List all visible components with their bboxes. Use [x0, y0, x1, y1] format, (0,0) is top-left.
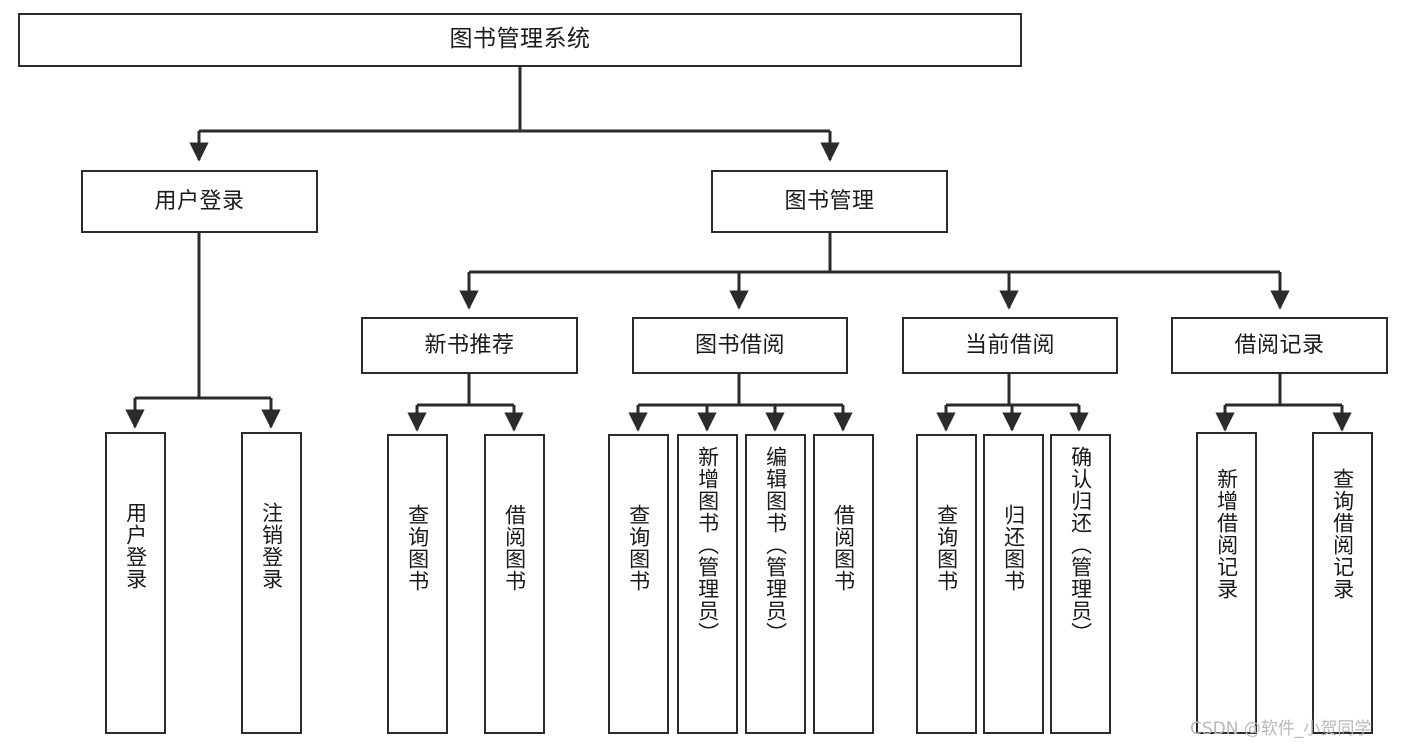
- leaf-user-logout[interactable]: 注销登录: [241, 432, 302, 734]
- leaf-query-borrow-record[interactable]: 查询借阅记录: [1312, 432, 1373, 734]
- node-label: 查询借阅记录: [1330, 468, 1355, 600]
- node-label: 归还图书: [1001, 504, 1026, 592]
- leaf-add-book-admin[interactable]: 新增图书（管理员）: [677, 434, 738, 734]
- node-label: 注销登录: [259, 502, 284, 590]
- leaf-confirm-return-admin[interactable]: 确认归还（管理员）: [1050, 434, 1111, 734]
- node-label: 新增借阅记录: [1214, 468, 1239, 600]
- leaf-edit-book-admin[interactable]: 编辑图书（管理员）: [745, 434, 806, 734]
- node-label: 确认归还（管理员）: [1068, 446, 1093, 644]
- leaf-return-book[interactable]: 归还图书: [983, 434, 1044, 734]
- node-book-manage[interactable]: 图书管理: [711, 170, 948, 233]
- csdn-watermark: CSDN @软件_小贺同学: [1190, 719, 1372, 739]
- leaf-borrow-book-borrow[interactable]: 借阅图书: [813, 434, 874, 734]
- node-user-login[interactable]: 用户登录: [81, 170, 318, 233]
- node-label: 新增图书（管理员）: [695, 446, 720, 644]
- leaf-user-login[interactable]: 用户登录: [105, 432, 166, 734]
- leaf-query-book-current[interactable]: 查询图书: [916, 434, 977, 734]
- node-label: 查询图书: [626, 504, 651, 592]
- node-new-book-recommend[interactable]: 新书推荐: [361, 317, 578, 374]
- node-label: 借阅记录: [1234, 332, 1325, 358]
- node-label: 当前借阅: [964, 332, 1055, 358]
- node-label: 图书借阅: [694, 332, 785, 358]
- node-label: 图书管理系统: [449, 26, 591, 53]
- leaf-query-book-recommend[interactable]: 查询图书: [387, 434, 448, 734]
- node-label: 用户登录: [154, 188, 245, 214]
- node-label: 新书推荐: [424, 332, 515, 358]
- node-borrow-record[interactable]: 借阅记录: [1171, 317, 1388, 374]
- leaf-borrow-book-recommend[interactable]: 借阅图书: [484, 434, 545, 734]
- node-label: 查询图书: [405, 504, 430, 592]
- node-root-system[interactable]: 图书管理系统: [18, 13, 1022, 67]
- node-label: 用户登录: [123, 502, 148, 590]
- leaf-query-book-borrow[interactable]: 查询图书: [608, 434, 669, 734]
- node-label: 查询图书: [934, 504, 959, 592]
- leaf-add-borrow-record[interactable]: 新增借阅记录: [1196, 432, 1257, 734]
- node-book-borrow[interactable]: 图书借阅: [632, 317, 848, 374]
- node-current-borrow[interactable]: 当前借阅: [902, 317, 1118, 374]
- node-label: 编辑图书（管理员）: [763, 446, 788, 644]
- node-label: 借阅图书: [831, 504, 856, 592]
- node-label: 借阅图书: [502, 504, 527, 592]
- node-label: 图书管理: [784, 188, 875, 214]
